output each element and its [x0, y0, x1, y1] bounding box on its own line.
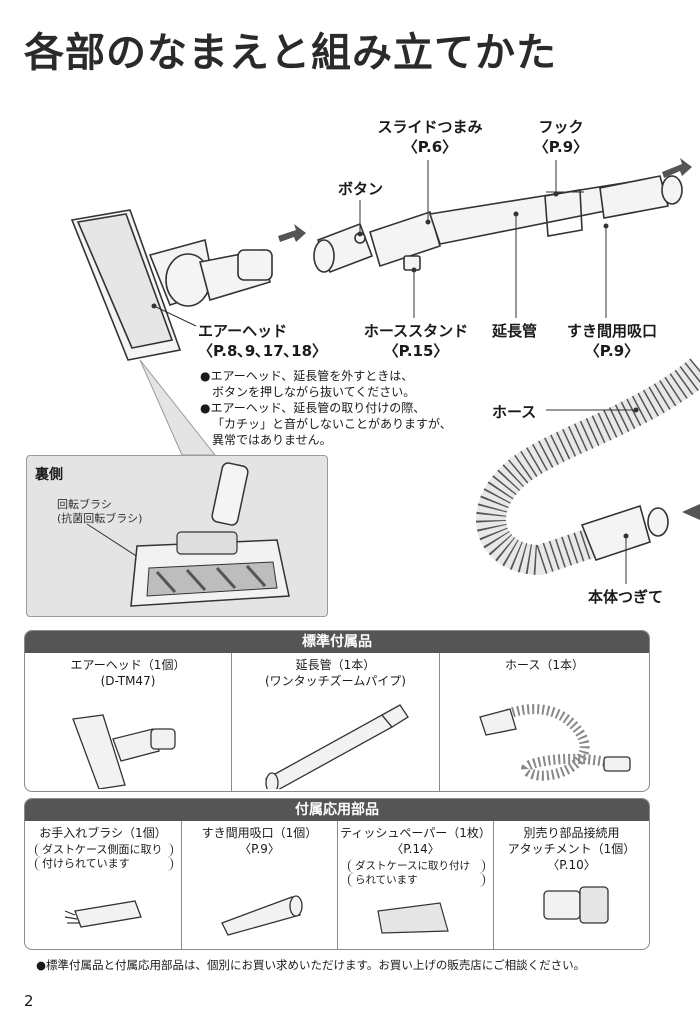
item-ref: 〈P.10〉	[494, 857, 649, 873]
arrow-icon	[278, 224, 306, 242]
crevice-nozzle-thumbnail	[182, 857, 337, 937]
item-name: ティッシュペーパー（1枚）	[338, 821, 493, 841]
optional-item: 別売り部品接続用 アタッチメント（1個） 〈P.10〉	[494, 821, 649, 949]
optional-accessories-header: 付属応用部品	[25, 799, 649, 821]
item-ref: 〈P.14〉	[338, 841, 493, 857]
hose-label: ホース	[492, 401, 536, 422]
slide-knob-label: スライドつまみ	[368, 116, 492, 137]
item-model: (D-TM47)	[25, 673, 231, 689]
page-number: 2	[24, 992, 34, 1010]
item-note: 付けられています	[35, 857, 173, 871]
item-name: エアーヘッド（1個）	[25, 653, 231, 673]
arrow-icon	[682, 504, 700, 520]
item-note: られています	[348, 873, 485, 887]
optional-item: すき間用吸口（1個） 〈P.9〉	[182, 821, 338, 949]
hose-stand-ref: 〈P.15〉	[356, 340, 476, 361]
note-line: ●エアーヘッド、延長管の取り付けの際、	[200, 400, 425, 416]
standard-accessories-header: 標準付属品	[25, 631, 649, 653]
item-name: ホース（1本）	[440, 653, 649, 673]
item-name: 延長管（1本）	[232, 653, 439, 673]
arrow-icon	[662, 158, 692, 178]
item-name-2: アタッチメント（1個）	[494, 841, 649, 857]
hose-stand-label: ホーススタンド	[356, 320, 476, 341]
hose-illustration	[491, 370, 700, 560]
note-line: 異常ではありません。	[212, 432, 332, 448]
standard-item: ホース（1本）	[440, 653, 649, 791]
air-head-label: エアーヘッド	[198, 320, 287, 341]
item-ref: 〈P.9〉	[182, 841, 337, 857]
item-note: ダストケース側面に取り	[35, 843, 173, 857]
tissue-paper-thumbnail	[338, 887, 493, 937]
item-note: ダストケースに取り付け	[348, 859, 485, 873]
cleaning-brush-thumbnail	[25, 871, 181, 941]
item-name: 別売り部品接続用	[494, 821, 649, 841]
crevice-nozzle-ref: 〈P.9〉	[552, 340, 672, 361]
standard-item: エアーヘッド（1個） (D-TM47)	[25, 653, 232, 791]
connector-label: 本体つぎて	[588, 586, 663, 607]
attachment-thumbnail	[494, 873, 649, 933]
crevice-nozzle-label: すき間用吸口	[552, 320, 672, 341]
hook-label: フック	[526, 116, 596, 137]
optional-item: ティッシュペーパー（1枚） 〈P.14〉 ダストケースに取り付け られています	[338, 821, 494, 949]
footer-note: ●標準付属品と付属応用部品は、個別にお買い求めいただけます。お買い上げの販売店に…	[36, 957, 585, 973]
item-name: お手入れブラシ（1個）	[25, 821, 181, 841]
optional-item: お手入れブラシ（1個） ダストケース側面に取り 付けられています	[25, 821, 182, 949]
button-label: ボタン	[338, 178, 383, 199]
back-side-panel: 裏側 回転ブラシ (抗菌回転ブラシ)	[26, 455, 328, 617]
slide-knob-ref: 〈P.6〉	[368, 136, 492, 157]
note-line: ボタンを押しながら抜いてください。	[212, 384, 415, 400]
air-head-ref: 〈P.8､9､17､18〉	[198, 340, 327, 361]
extension-pipe-label: 延長管	[492, 320, 537, 341]
hook-ref: 〈P.9〉	[526, 136, 596, 157]
back-side-illustration	[27, 456, 327, 616]
extension-pipe-thumbnail	[232, 689, 439, 789]
optional-accessories-section: 付属応用部品 お手入れブラシ（1個） ダストケース側面に取り 付けられています …	[24, 798, 650, 950]
air-head-thumbnail	[25, 689, 231, 789]
standard-accessories-section: 標準付属品 エアーヘッド（1個） (D-TM47) 延長管（1本） (ワンタッチ…	[24, 630, 650, 792]
note-line: 「カチッ」と音がしないことがありますが、	[212, 416, 452, 432]
item-model: (ワンタッチズームパイプ)	[232, 673, 439, 689]
item-name: すき間用吸口（1個）	[182, 821, 337, 841]
note-line: ●エアーヘッド、延長管を外すときは、	[200, 368, 413, 384]
hose-thumbnail	[440, 673, 649, 789]
standard-item: 延長管（1本） (ワンタッチズームパイプ)	[232, 653, 440, 791]
